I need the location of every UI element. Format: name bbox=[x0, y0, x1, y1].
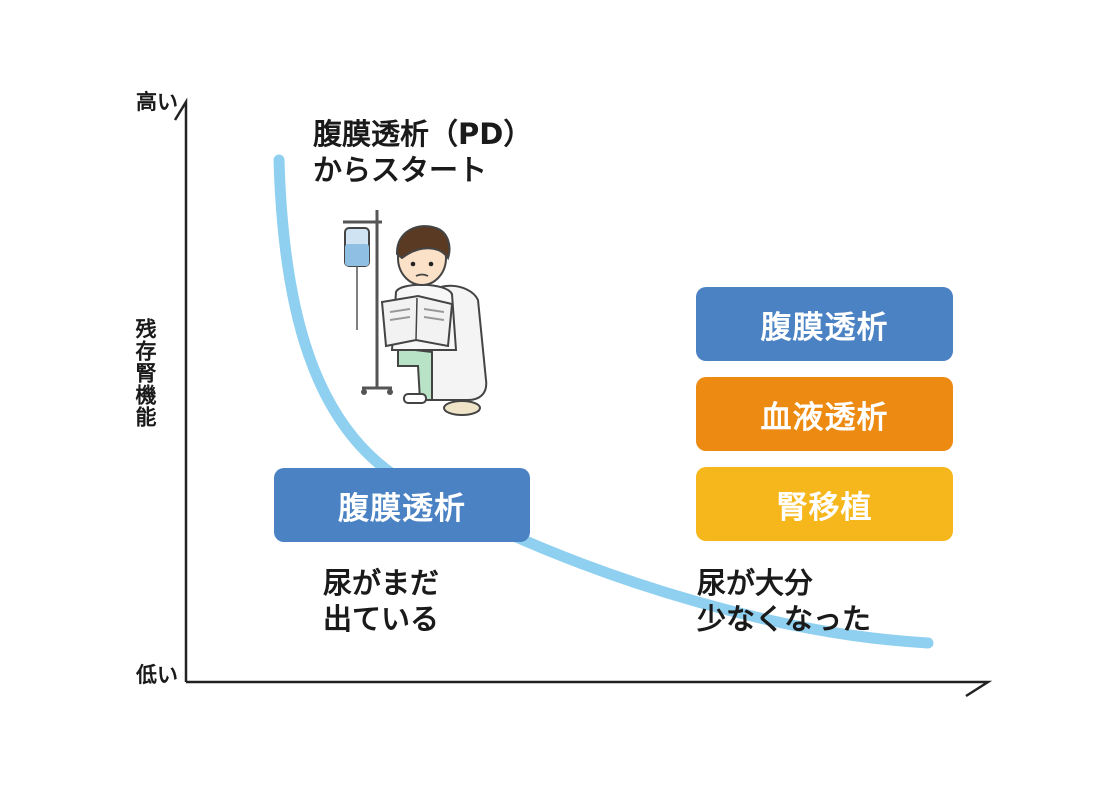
start-annotation: 腹膜透析（PD） からスタート bbox=[313, 117, 533, 188]
kidney-transplant-box: 腎移植 bbox=[696, 467, 953, 541]
y-axis-bottom-label: 低い bbox=[136, 663, 178, 687]
hemodialysis-box: 血液透析 bbox=[696, 377, 953, 451]
renal-function-curve bbox=[273, 154, 934, 649]
y-axis-top-label: 高い bbox=[136, 90, 178, 114]
newspaper-icon bbox=[380, 294, 454, 348]
right-peritoneal-dialysis-box: 腹膜透析 bbox=[696, 287, 953, 361]
patient-illustration bbox=[343, 210, 488, 416]
x-axis bbox=[186, 680, 993, 698]
y-axis-label: 残存腎機能 bbox=[133, 318, 157, 428]
left-peritoneal-dialysis-box: 腹膜透析 bbox=[274, 468, 530, 542]
patient-head-icon bbox=[395, 225, 451, 286]
y-axis bbox=[173, 97, 188, 682]
iv-stand-icon bbox=[343, 210, 393, 395]
still-urine-annotation: 尿がまだ 出ている bbox=[323, 566, 440, 637]
less-urine-annotation: 尿が大分 少なくなった bbox=[697, 566, 872, 637]
